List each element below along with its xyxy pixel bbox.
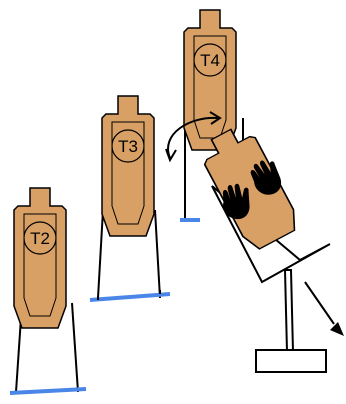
stand-base	[10, 389, 86, 393]
arrow-down-right-icon	[305, 282, 344, 336]
stand-base	[90, 294, 170, 300]
target-label: T3	[118, 137, 138, 156]
target-label: T2	[30, 229, 50, 248]
falling-target	[190, 117, 344, 372]
target-t2: T2	[10, 188, 86, 393]
target-silhouette	[184, 10, 236, 150]
target-silhouette	[14, 188, 66, 328]
target-silhouette	[102, 96, 154, 236]
target-label: T4	[200, 51, 220, 70]
target-t3: T3	[90, 96, 170, 300]
